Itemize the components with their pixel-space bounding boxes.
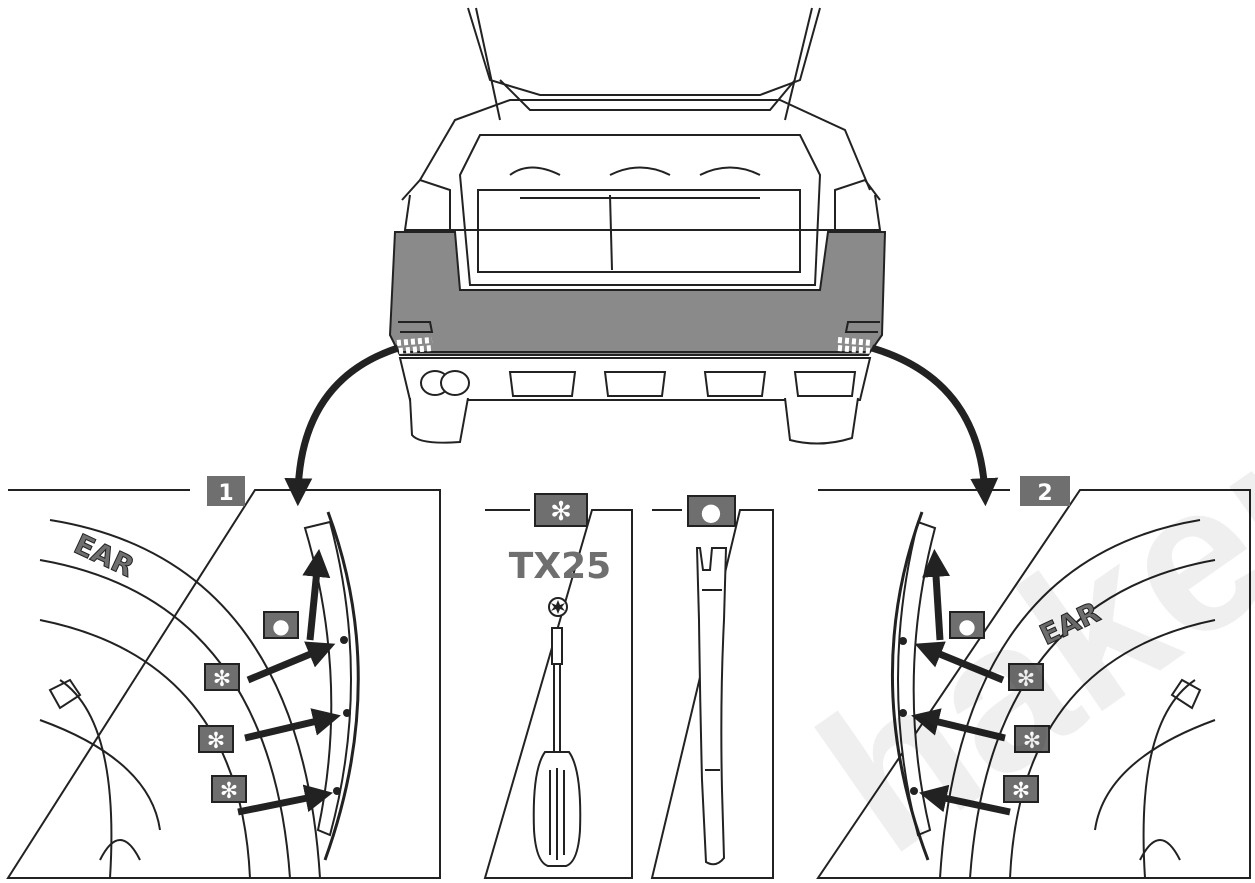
screwdriver-icon — [532, 627, 582, 867]
screw-dot — [340, 636, 348, 644]
car-lower — [398, 357, 872, 445]
torx-size-label: TX25 — [509, 546, 611, 587]
torx-symbol: ✻ — [213, 667, 231, 692]
step-label-1: 1 — [218, 481, 233, 506]
trim-tool-symbol: ● — [272, 614, 289, 638]
torx-symbol: ✻ — [207, 729, 225, 754]
clip-markers — [396, 337, 873, 354]
screw-dot — [910, 787, 918, 795]
screw-dot — [343, 709, 351, 717]
rear-bumper — [388, 231, 887, 356]
step-label-2-box — [1020, 476, 1070, 506]
torx-symbol: ✻ — [1017, 667, 1035, 692]
trim-tool-symbol: ● — [958, 614, 975, 638]
screw-dot — [899, 709, 907, 717]
panel-left: 1 EAR ● ✻ ✻ — [6, 476, 441, 879]
torx-symbol: ✻ — [220, 779, 238, 804]
panel-tool-torx: ✻ TX25 — [483, 493, 633, 879]
torx-symbol: ✻ — [1012, 779, 1030, 804]
tire-sidewall-text-left: EAR — [69, 527, 139, 583]
car-rear-view — [401, 7, 882, 286]
panel-tool-trim: ● — [650, 495, 774, 879]
torx-tool-symbol: ✻ — [550, 497, 572, 527]
screw-dot — [899, 637, 907, 645]
torx-symbol: ✻ — [1023, 729, 1041, 754]
screw-dot — [333, 787, 341, 795]
trim-tool-label-symbol: ● — [701, 498, 722, 526]
step-label-2: 2 — [1037, 481, 1052, 506]
trim-tool-icon — [695, 547, 728, 866]
curved-arrow-right — [871, 344, 999, 507]
step-label-1-box — [207, 476, 245, 506]
curved-arrow-left — [284, 344, 400, 507]
